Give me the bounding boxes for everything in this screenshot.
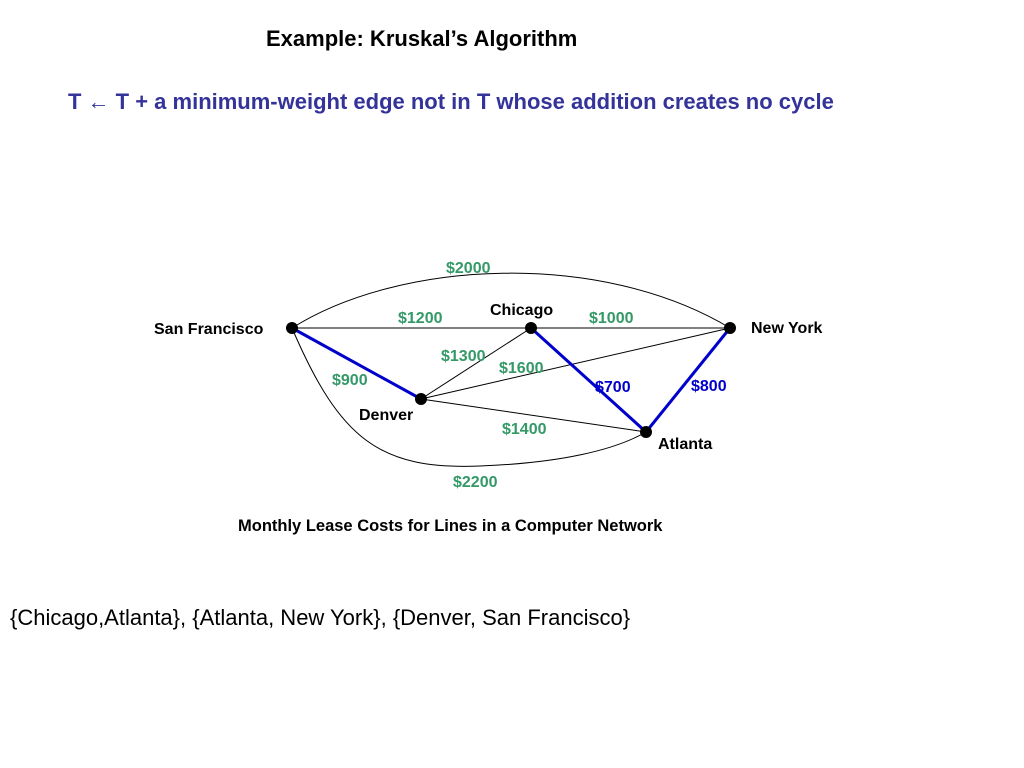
selected-edges-list: {Chicago,Atlanta}, {Atlanta, New York}, … <box>10 605 631 630</box>
algorithm-rule: T ← T + a minimum-weight edge not in T w… <box>68 89 834 114</box>
weight-label-sf-chicago: $1200 <box>398 310 443 327</box>
nodes-layer <box>286 322 736 438</box>
slide-title: Example: Kruskal’s Algorithm <box>266 26 578 51</box>
edge-sf-atlanta <box>291 327 647 467</box>
node-label-chicago: Chicago <box>490 302 553 319</box>
node-label-ny: New York <box>751 320 823 337</box>
weights-layer: $2000 $1200 $1000 $1300 $1600 $900 $700 … <box>332 260 727 491</box>
edge-sf-denver <box>291 326 422 401</box>
weight-label-denver-ny: $1600 <box>499 360 544 377</box>
node-ny <box>724 322 736 334</box>
weight-label-atlanta-ny: $800 <box>691 378 727 395</box>
edge-denver-chicago <box>420 327 532 400</box>
edge-sf-ny <box>291 272 731 329</box>
node-labels-layer: San Francisco Chicago New York Denver At… <box>154 302 823 453</box>
node-label-atlanta: Atlanta <box>658 436 712 453</box>
weight-label-denver-chicago: $1300 <box>441 348 486 365</box>
node-label-sf: San Francisco <box>154 321 264 338</box>
weight-label-denver-atlanta: $1400 <box>502 421 547 438</box>
edge-atlanta-ny <box>644 327 732 433</box>
edge-denver-atlanta <box>420 398 647 433</box>
edges-layer <box>291 272 732 467</box>
edge-chicago-atlanta <box>529 326 648 434</box>
node-chicago <box>525 322 537 334</box>
edge-denver-ny <box>420 327 731 400</box>
weight-label-chicago-atlanta: $700 <box>595 379 631 396</box>
node-atlanta <box>640 426 652 438</box>
node-denver <box>415 393 427 405</box>
weight-label-sf-atlanta: $2200 <box>453 474 498 491</box>
node-label-denver: Denver <box>359 407 413 424</box>
weight-label-chicago-ny: $1000 <box>589 310 634 327</box>
node-sf <box>286 322 298 334</box>
weight-label-sf-denver: $900 <box>332 372 368 389</box>
figure-caption: Monthly Lease Costs for Lines in a Compu… <box>238 517 663 535</box>
weight-label-sf-ny: $2000 <box>446 260 491 277</box>
